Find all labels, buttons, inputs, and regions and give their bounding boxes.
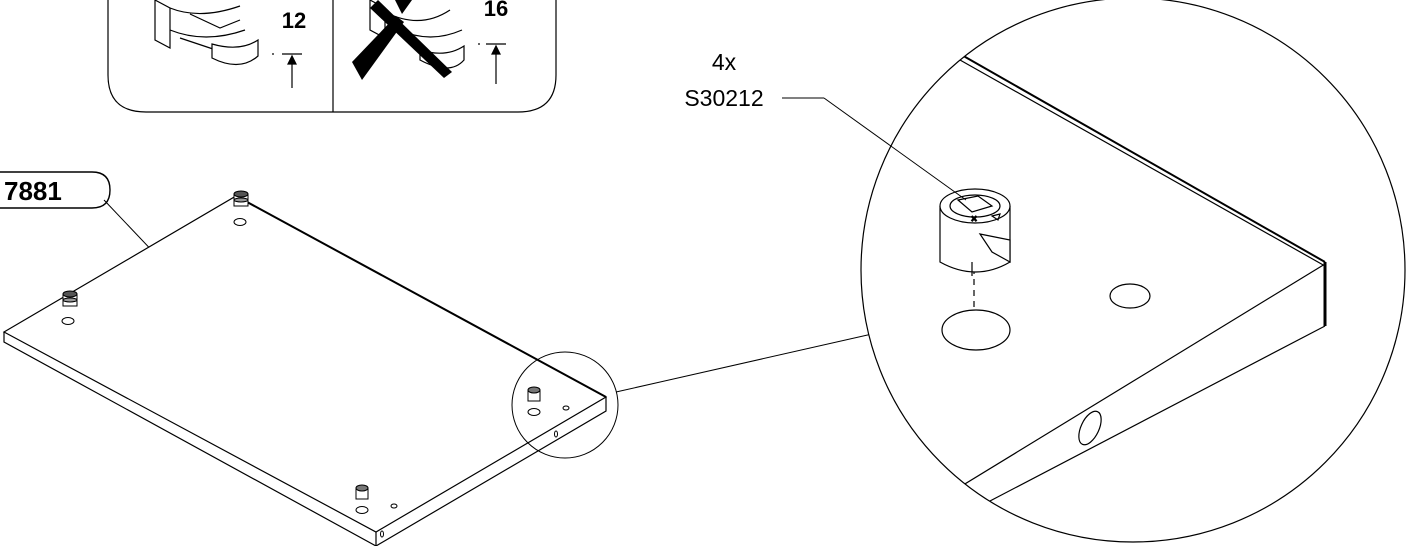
cam-lock-fitting-icon: × [939, 188, 1011, 276]
cam-lock-fitting-icon [62, 290, 78, 307]
depth-arrow-icon [272, 53, 302, 88]
board-holes [61, 218, 570, 538]
fitting-part-code: S30212 [684, 85, 763, 111]
part-number: 7881 [4, 176, 62, 206]
cam-lock-fitting-icon [154, 0, 259, 66]
cam-lock-fitting-icon [233, 190, 249, 207]
correct-depth-value: 12 [282, 8, 306, 33]
detail-view: × [782, 0, 1406, 543]
depth-arrow-icon [478, 43, 506, 84]
depth-guide-panel [107, 0, 557, 113]
cross-out-mark-icon [352, 0, 452, 80]
cam-lock-fitting-icon [527, 386, 541, 402]
installed-fittings [62, 190, 541, 500]
cam-lock-fitting-icon [355, 484, 369, 500]
board-panel [2, 195, 608, 548]
fitting-quantity: 4x [712, 49, 737, 75]
wrong-depth-value: 16 [484, 0, 508, 21]
svg-text:×: × [971, 214, 977, 225]
zoom-source-circle [511, 333, 873, 459]
